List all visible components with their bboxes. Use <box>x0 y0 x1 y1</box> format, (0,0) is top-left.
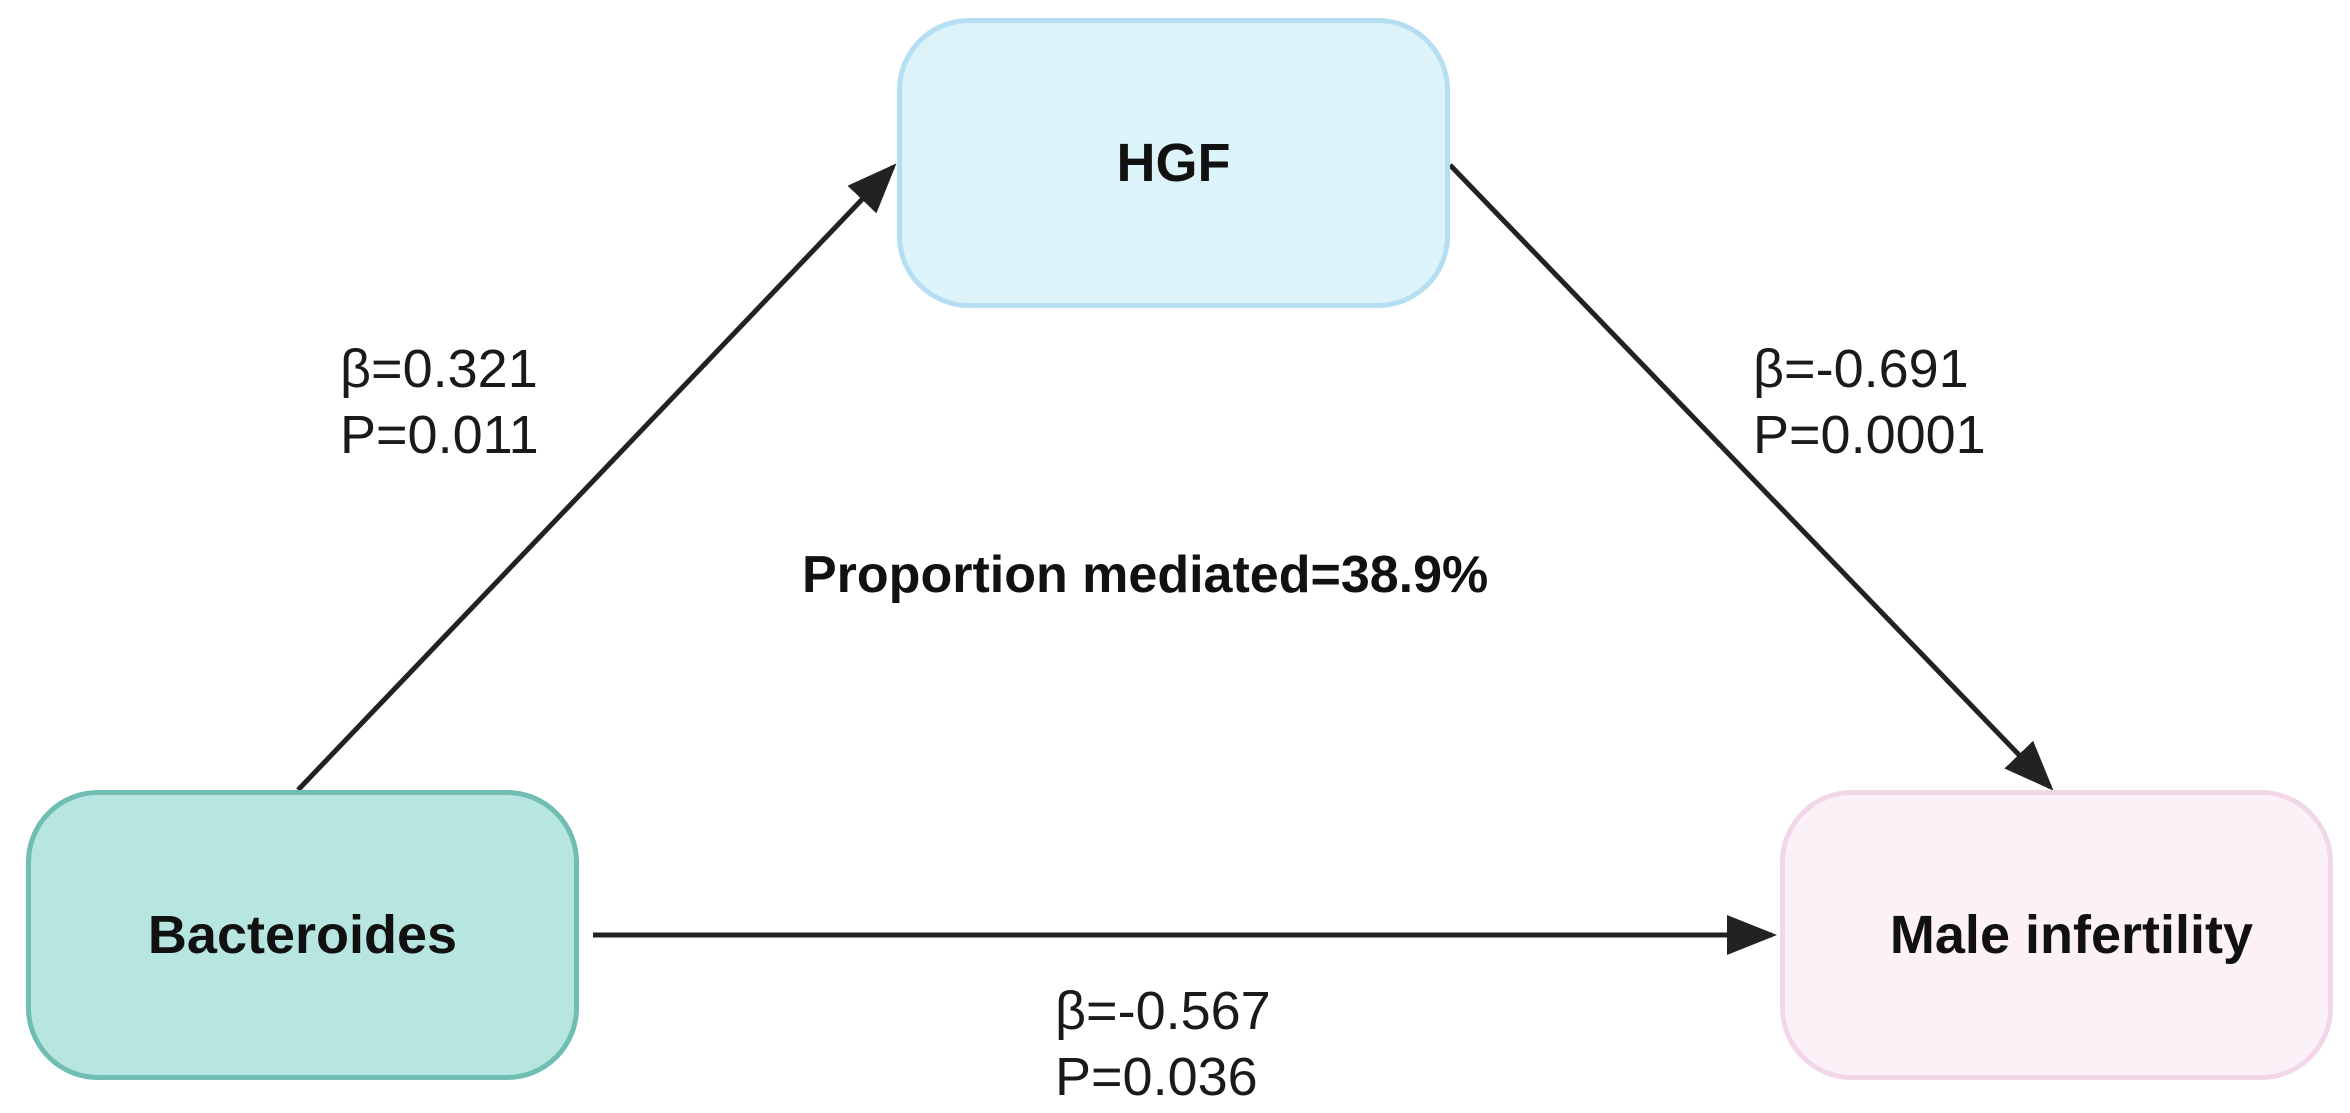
path-c-p-value: P=0.036 <box>1055 1047 1258 1107</box>
path-a-p-value: P=0.011 <box>340 405 539 465</box>
exposure-node: Bacteroides <box>26 790 579 1080</box>
arrow-exposure-to-mediator <box>296 163 897 792</box>
path-a-stats: β=0.321 P=0.011 <box>340 336 539 468</box>
path-c-stats: β=-0.567 P=0.036 <box>1055 978 1271 1110</box>
mediator-label: HGF <box>1116 133 1231 193</box>
path-b-p-value: P=0.0001 <box>1753 405 1986 465</box>
proportion-mediated-label: Proportion mediated=38.9% <box>802 546 1489 604</box>
path-b-beta: β=-0.691 <box>1753 339 1969 399</box>
path-b-stats: β=-0.691 P=0.0001 <box>1753 336 1986 468</box>
outcome-node: Male infertility <box>1780 790 2333 1080</box>
arrow-mediator-to-outcome <box>1448 163 2054 791</box>
exposure-label: Bacteroides <box>147 905 458 965</box>
path-a-beta: β=0.321 <box>340 339 538 399</box>
outcome-label: Male infertility <box>1889 905 2253 965</box>
path-c-beta: β=-0.567 <box>1055 981 1271 1041</box>
mediator-node: HGF <box>897 18 1450 308</box>
